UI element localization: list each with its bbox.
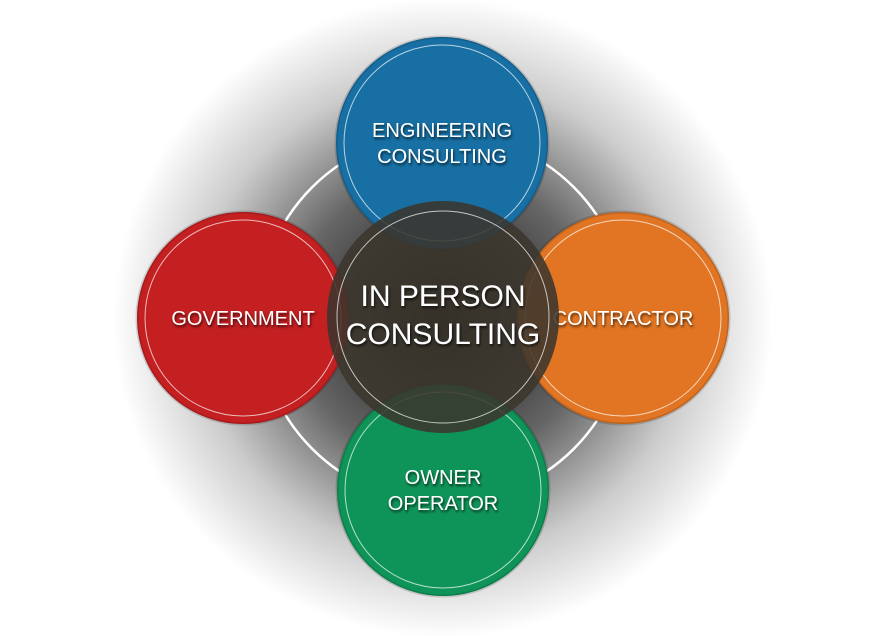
node-label: CONSULTING <box>377 146 507 168</box>
center-inner-ring <box>336 210 550 424</box>
center-label: IN PERSON <box>360 280 525 313</box>
node-label: CONTRACTOR <box>553 308 694 330</box>
node-label: OWNER <box>405 467 482 489</box>
center-circle <box>327 201 559 433</box>
node-label: ENGINEERING <box>372 120 512 142</box>
node-label: OPERATOR <box>388 493 498 515</box>
center-label: CONSULTING <box>346 318 540 351</box>
node-label: GOVERNMENT <box>171 308 314 330</box>
node-engineering-consulting: ENGINEERING CONSULTING <box>334 35 550 251</box>
node-owner-operator: OWNER OPERATOR <box>335 382 551 598</box>
node-contractor: CONTRACTOR <box>515 210 731 426</box>
center-node: IN PERSON CONSULTING <box>327 201 559 433</box>
node-government: GOVERNMENT <box>135 210 351 426</box>
